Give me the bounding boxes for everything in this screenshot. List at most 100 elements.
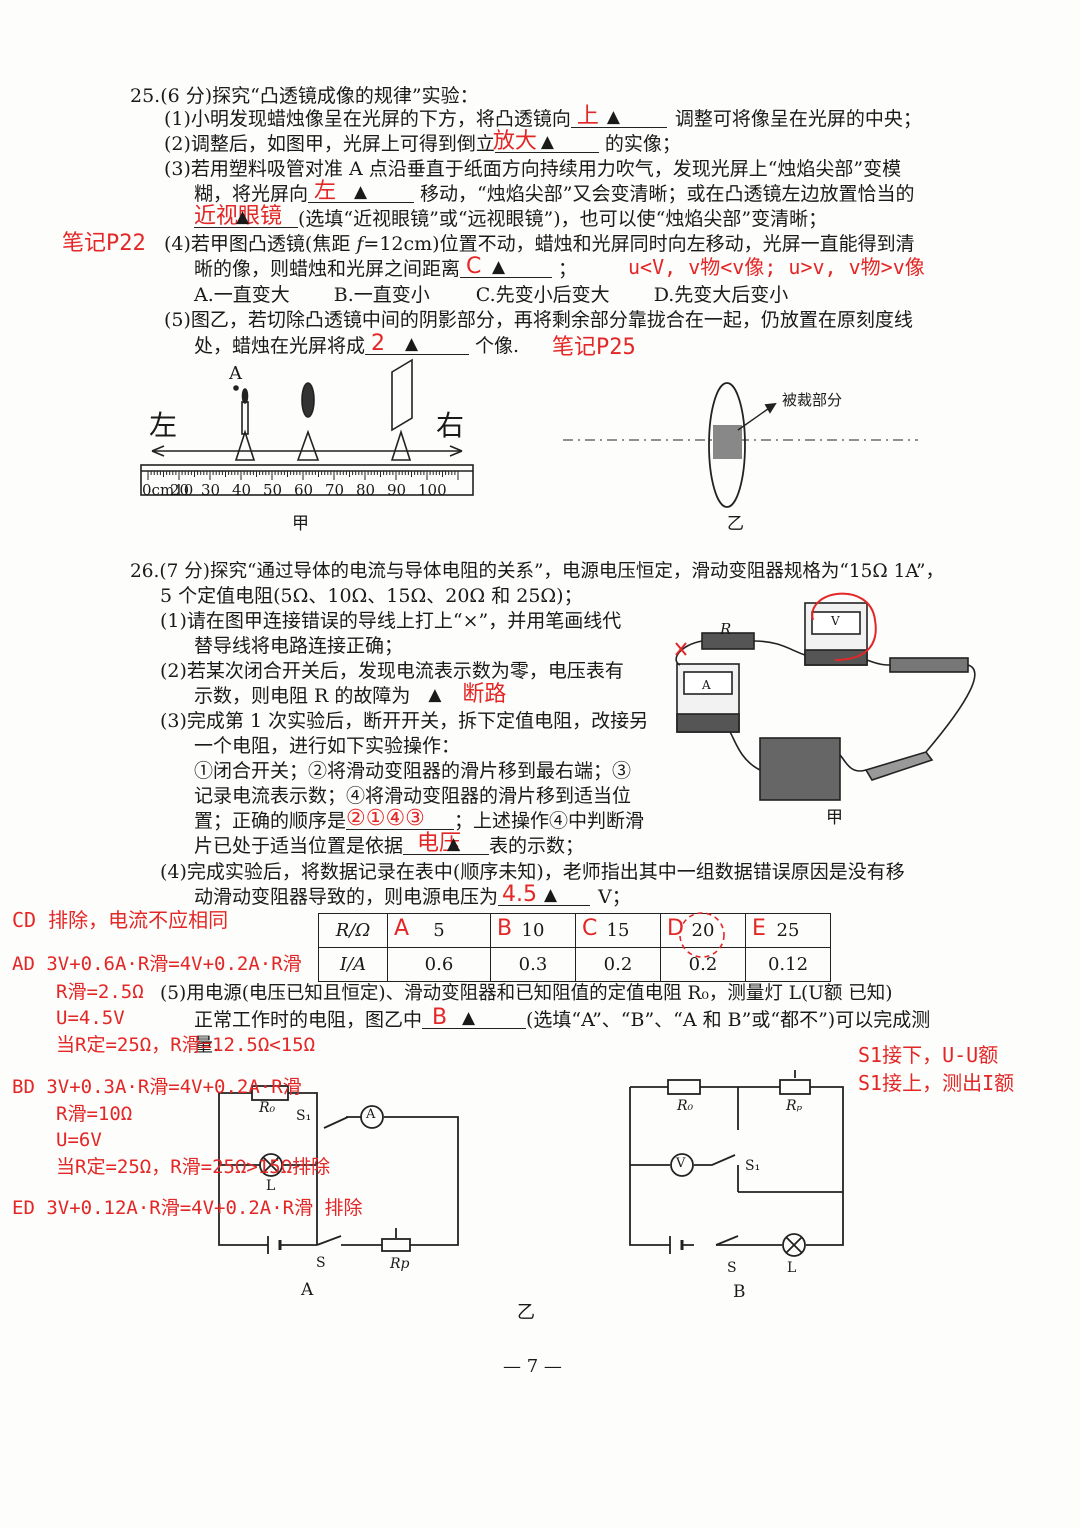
fig-yi-26: 乙 <box>517 1302 535 1323</box>
answer-blank-6[interactable]: 2▲ <box>365 332 470 356</box>
q26-p4b: 动滑动变阻器导致的，则电源电压为 <box>194 886 499 908</box>
label-ammeter-sym-a: A <box>366 1107 376 1122</box>
q25-l1b: 调整可将像呈在光屏的中央； <box>674 108 922 130</box>
convex-lens-icon <box>708 382 746 508</box>
q26-line1: 5 个定值电阻(5Ω、10Ω、15Ω、20Ω 和 25Ω)； <box>160 585 583 607</box>
answer-blank-8[interactable]: ②①④③ <box>346 806 455 831</box>
answer-5: C <box>466 254 482 279</box>
q25-l7b: ； <box>558 258 578 280</box>
answer-blank-1[interactable]: 上▲ <box>570 104 667 129</box>
circuit-b-wires <box>629 1086 844 1246</box>
fig-b: B <box>733 1282 746 1302</box>
q26-p3g: 片已处于适当位置是依据 <box>194 835 404 857</box>
ruler-label: 70 <box>325 481 345 499</box>
ruler-label: 80 <box>356 481 376 499</box>
rheostat-rpb-icon <box>779 1079 811 1095</box>
switch-s1-icon <box>323 1116 361 1129</box>
answer-blank-4[interactable]: 近视眼镜▲ <box>194 204 298 229</box>
label-r-jia: R <box>720 620 732 638</box>
q26-p3e: 置；正确的顺序是 <box>194 810 347 832</box>
table-cell: 0.2 <box>575 947 661 982</box>
circuit-b-branch <box>630 1087 843 1193</box>
answer-blank-11[interactable]: B▲ <box>422 1005 527 1030</box>
q25-line6: (4)若甲图凸透镜(焦距 f=12cm)位置不动，蜡烛和光屏同时向左移动，光屏一… <box>164 232 915 256</box>
note-bd1: BD 3V+0.3A·R滑=4V+0.2A·R滑 <box>12 1076 302 1098</box>
q26-p1b: 替导线将电路连接正确； <box>194 635 404 657</box>
q26-p2a: (2)若某次闭合开关后，发现电流表示数为零，电压表有 <box>160 660 624 682</box>
fig-yi-25: 乙 <box>727 514 744 534</box>
cell-value: 5 <box>433 920 445 941</box>
wire <box>729 731 761 771</box>
optical-bench <box>140 358 474 496</box>
note-ad3: U=4.5V <box>56 1007 125 1029</box>
lens-icon <box>301 382 315 418</box>
q25-l2a: (2)调整后，如图甲，光屏上可得到倒立 <box>164 133 495 155</box>
ruler-label: 0cm10 <box>142 481 194 499</box>
answer-blank-10[interactable]: 4.5 ▲ <box>498 882 591 907</box>
triangle-icon: ▲ <box>428 685 442 705</box>
note-s1b: S1接上，测出I额 <box>858 1071 1015 1095</box>
voltmeter-icon <box>804 602 868 666</box>
wire <box>925 664 976 753</box>
answer-blank-9[interactable]: 电压▲ <box>403 832 490 856</box>
q25-line3: (3)若用塑料吸管对准 A 点沿垂直于纸面方向持续用力吹气，发现光屏上“烛焰尖部… <box>164 158 902 180</box>
table-head-i: I/A <box>318 947 388 982</box>
note-cd: CD 排除，电流不应相同 <box>12 908 229 932</box>
table-cell: 0.12 <box>745 947 831 982</box>
answer-10: 4.5 <box>502 882 538 907</box>
cell-value: 15 <box>606 920 630 941</box>
answer-blank-3[interactable]: 左▲ <box>308 180 415 204</box>
point-a <box>233 385 239 391</box>
triangle-icon: ▲ <box>447 834 461 854</box>
cell-value: 10 <box>521 920 545 941</box>
col-label: C <box>582 916 598 941</box>
lamp-b-icon <box>782 1233 806 1257</box>
q25-l9b: 个像. <box>475 335 520 357</box>
rheostat-icon <box>889 657 969 673</box>
q25-line8: (5)图乙，若切除凸透镜中间的阴影部分，再将剩余部分靠拢合在一起，仍放置在原刻度… <box>164 309 913 331</box>
q25-l7a: 晰的像，则蜡烛和光屏之间距离 <box>194 258 461 280</box>
cross-mark-icon <box>675 642 687 656</box>
double-arrow-icon <box>151 445 463 457</box>
cell-value: 20 <box>691 920 715 941</box>
q25-l6c: =12cm)位置不动，蜡烛和光屏同时向左移动，光屏一直能得到清 <box>363 233 915 255</box>
answer-blank-5[interactable]: C▲ <box>460 254 553 279</box>
label-rp-b: Rₚ <box>786 1098 803 1114</box>
wire <box>839 754 867 772</box>
q26-p5c: (选填“A”、“B”、“A 和 B”或“都不”)可以完成测 <box>526 1009 931 1031</box>
answer-8: ②①④③ <box>346 806 425 831</box>
col-label: E <box>752 916 766 941</box>
q26-p5b: 正常工作时的电阻，图乙中 <box>194 1009 423 1031</box>
triangle-icon: ▲ <box>544 885 558 905</box>
answer-4: 近视眼镜 <box>194 204 283 229</box>
answer-1: 上 <box>576 104 599 129</box>
focal-symbol: f <box>356 233 364 255</box>
wire <box>675 640 703 666</box>
note-uv: u<V, v物<v像; u>v, v物>v像 <box>628 255 925 279</box>
q25-l2b: 的实像； <box>604 133 681 155</box>
q25-l4a: 糊，将光屏向 <box>194 183 309 205</box>
ruler-label: 20 <box>170 481 190 499</box>
note-p25: 笔记P25 <box>552 335 636 360</box>
q25-line5: 近视眼镜▲(选填“近视眼镜”或“远视眼镜”)，也可以使“烛焰尖部”变清晰； <box>194 204 827 231</box>
q26-p4a: (4)完成实验后，将数据记录在表中(顺序未知)，老师指出其中一组数据错误原因是没… <box>160 861 905 883</box>
wire <box>866 659 891 666</box>
q26-p3g-line: 片已处于适当位置是依据电压▲表的示数； <box>194 832 584 858</box>
q26-p5a: (5)用电源(电压已知且恒定)、滑动变阻器和已知阻值的定值电阻 R₀，测量灯 L… <box>160 983 893 1004</box>
label-s1-b: S₁ <box>745 1158 761 1174</box>
answer-blank-2[interactable]: 放大▲ <box>493 130 599 154</box>
answer-11: B <box>432 1005 448 1030</box>
q25-line2: (2)调整后，如图甲，光屏上可得到倒立放大▲的实像； <box>164 130 681 156</box>
table-cell: 0.6 <box>387 947 491 982</box>
label-voltmeter-v: V <box>831 614 840 628</box>
label-right: 右 <box>436 409 465 442</box>
table-head-r: R/Ω <box>318 913 388 948</box>
page-number: — 7 — <box>503 1356 562 1377</box>
ruler-label: 40 <box>232 481 252 499</box>
answer-blank-7[interactable]: ▲断路 <box>410 683 514 707</box>
